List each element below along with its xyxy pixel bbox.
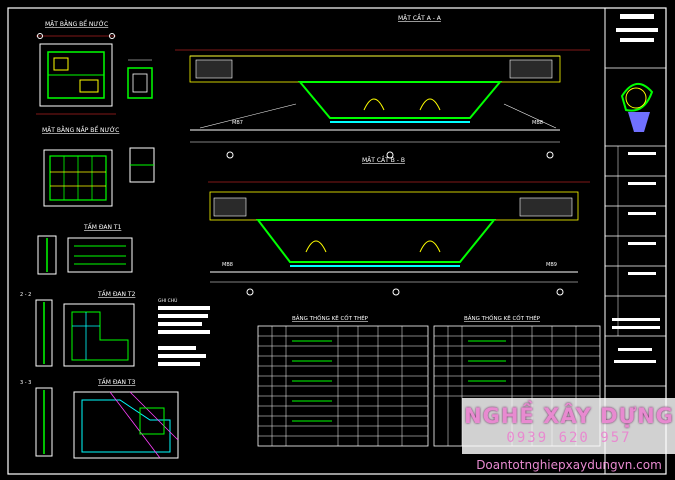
slab-t2-label: TẤM ĐAN T2 <box>97 290 136 298</box>
mark-mb9: MB9 <box>546 262 557 268</box>
slab-t2-view: 2 - 2 TẤM ĐAN T2 <box>20 290 136 367</box>
watermark-phone: 0939 620 957 <box>506 430 632 446</box>
section-aa-view: MẶT CẮT A - A MB7 MB8 <box>175 14 590 159</box>
watermark-band <box>462 398 675 454</box>
plan-cover-label: MẶT BẰNG NẮP BỂ NƯỚC <box>42 126 119 134</box>
section-bb-view: MẶT CẮT B - B MB8 MB9 <box>208 156 590 296</box>
title-block-content <box>605 14 666 387</box>
rebar-table-1-title: BẢNG THỐNG KÊ CỐT THÉP <box>292 314 369 322</box>
company-logo-icon <box>620 83 654 112</box>
slab-t1-view: TẤM ĐAN T1 <box>37 223 133 275</box>
plan-tank-view: MẶT BẰNG BỂ NƯỚC <box>36 20 153 115</box>
cut-33-label: 3 - 3 <box>20 380 31 386</box>
mark-mb8-a: MB8 <box>532 120 543 126</box>
mark-mb8-b: MB8 <box>222 262 233 268</box>
plan-cover-view: MẶT BẰNG NẮP BỂ NƯỚC <box>42 126 155 207</box>
section-aa-label: MẶT CẮT A - A <box>398 14 442 22</box>
notes-title: GHI CHÚ <box>158 297 177 304</box>
cut-22-label: 2 - 2 <box>20 292 31 298</box>
plan-tank-label: MẶT BẰNG BỂ NƯỚC <box>45 20 108 28</box>
mark-mb7: MB7 <box>232 120 243 126</box>
title-block <box>604 7 667 475</box>
watermark-title: NGHỀ XÂY DỰNG <box>464 404 674 428</box>
rebar-table-1: BẢNG THỐNG KÊ CỐT THÉP <box>257 314 429 447</box>
slab-t3-label: TẤM ĐAN T3 <box>97 378 136 386</box>
section-bb-label: MẶT CẮT B - B <box>362 156 405 164</box>
notes-block: GHI CHÚ <box>158 297 210 366</box>
watermark-website[interactable]: Doantotnghiepxaydungvn.com <box>476 458 662 472</box>
slab-t3-view: 3 - 3 TẤM ĐAN T3 <box>20 378 179 459</box>
rebar-table-2-title: BẢNG THỐNG KÊ CỐT THÉP <box>464 314 541 322</box>
slab-t1-label: TẤM ĐAN T1 <box>83 223 122 231</box>
